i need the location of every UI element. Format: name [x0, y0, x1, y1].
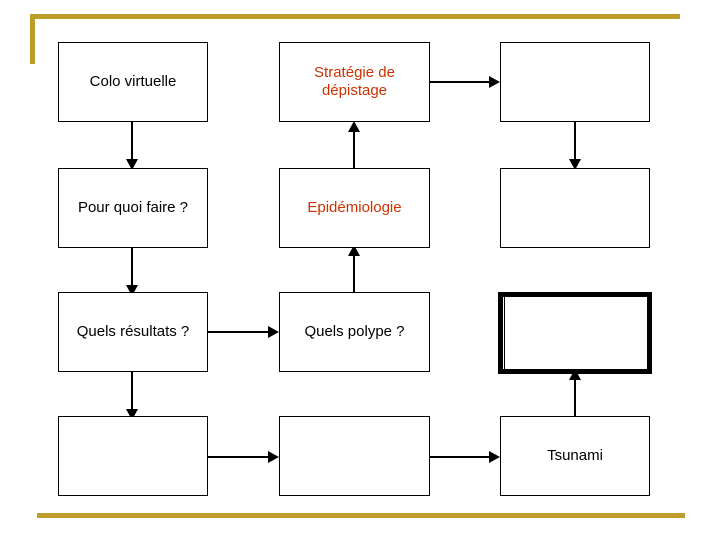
- arrowhead-right-top-right: [489, 76, 500, 88]
- connector-strategie-to-top-right: [430, 81, 492, 83]
- connector-epidemiologie-to-strategie: [353, 128, 355, 170]
- arrowhead-down-quels-resultats: [126, 285, 138, 296]
- flow-node-colo-virtuelle[interactable]: Colo virtuelle: [58, 42, 208, 122]
- connector-top-right-to-middle-right: [574, 122, 576, 166]
- arrowhead-right-quels-polype: [268, 326, 279, 338]
- flow-node-label: Colo virtuelle: [89, 73, 177, 91]
- flow-node-pour-quoi-faire[interactable]: Pour quoi faire ?: [58, 168, 208, 248]
- arrowhead-up-thick-box: [569, 369, 581, 380]
- flow-node-quels-polype[interactable]: Quels polype ?: [279, 292, 430, 372]
- connector-quels-resultats-to-bottom-left: [131, 372, 133, 416]
- arrowhead-up-strategie: [348, 121, 360, 132]
- flow-node-middle-right-empty[interactable]: [500, 168, 650, 248]
- flow-node-label: Quels résultats ?: [76, 323, 190, 341]
- flow-node-label: Quels polype ?: [304, 323, 405, 341]
- flow-node-epidemiologie[interactable]: Epidémiologie: [279, 168, 430, 248]
- connector-quels-polype-to-epidemiologie: [353, 252, 355, 294]
- flow-node-tsunami[interactable]: Tsunami: [500, 416, 650, 496]
- top-left-gold-tick: [30, 14, 35, 64]
- connector-bottom-left-to-bottom-middle: [208, 456, 270, 458]
- flow-node-strategie-de-depistage[interactable]: Stratégie de dépistage: [279, 42, 430, 122]
- arrowhead-right-bottom-middle: [268, 451, 279, 463]
- flow-node-label: Stratégie de dépistage: [314, 64, 395, 99]
- bottom-gold-rule: [37, 513, 685, 518]
- arrowhead-up-epidemiologie: [348, 245, 360, 256]
- connector-tsunami-to-thick-box: [574, 378, 576, 418]
- connector-bottom-middle-to-tsunami: [430, 456, 492, 458]
- flow-node-bottom-middle-empty[interactable]: [279, 416, 430, 496]
- arrowhead-down-middle-right: [569, 159, 581, 170]
- flow-node-label: Epidémiologie: [307, 199, 402, 217]
- arrowhead-down-bottom-left: [126, 409, 138, 420]
- connector-quels-resultats-to-quels-polype: [208, 331, 270, 333]
- flow-node-top-right-empty[interactable]: [500, 42, 650, 122]
- flow-node-bottom-left-empty[interactable]: [58, 416, 208, 496]
- flow-node-selected-empty[interactable]: [498, 292, 652, 374]
- arrowhead-right-tsunami: [489, 451, 500, 463]
- connector-colo-virtuelle-to-pour-quoi-faire: [131, 122, 133, 166]
- connector-pour-quoi-faire-to-quels-resultats: [131, 248, 133, 292]
- arrowhead-down-pour-quoi-faire: [126, 159, 138, 170]
- flow-node-label: Tsunami: [547, 447, 603, 465]
- top-gold-rule: [30, 14, 680, 19]
- flow-node-quels-resultats[interactable]: Quels résultats ?: [58, 292, 208, 372]
- flow-node-label: Pour quoi faire ?: [77, 199, 189, 217]
